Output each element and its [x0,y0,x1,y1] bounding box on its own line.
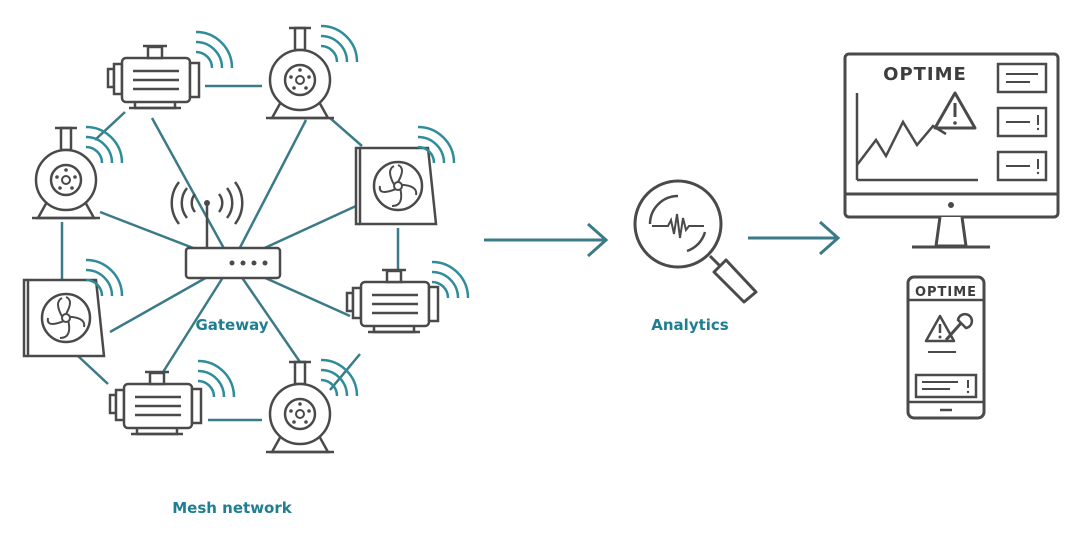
gateway-label: Gateway [195,316,268,334]
motor-device-right [345,260,470,334]
magnifier-waveform-icon [633,179,758,304]
pump-device-left [30,125,124,220]
motor-device-top [106,30,234,110]
phone-brand-label: OPTIME [915,285,977,300]
pump-device-top [264,24,359,120]
fan-device-left [22,258,124,358]
smartphone-icon [906,275,986,420]
desktop-monitor-icon [843,52,1060,249]
arrow-to-dashboard [748,220,841,256]
analytics-label: Analytics [651,316,729,334]
monitor-brand-label: OPTIME [883,64,967,85]
router-icon [170,181,282,280]
mesh-network-label: Mesh network [172,499,293,517]
arrow-to-analytics [484,222,609,258]
motor-device-bottom [108,359,236,436]
fan-device-right [354,125,456,226]
